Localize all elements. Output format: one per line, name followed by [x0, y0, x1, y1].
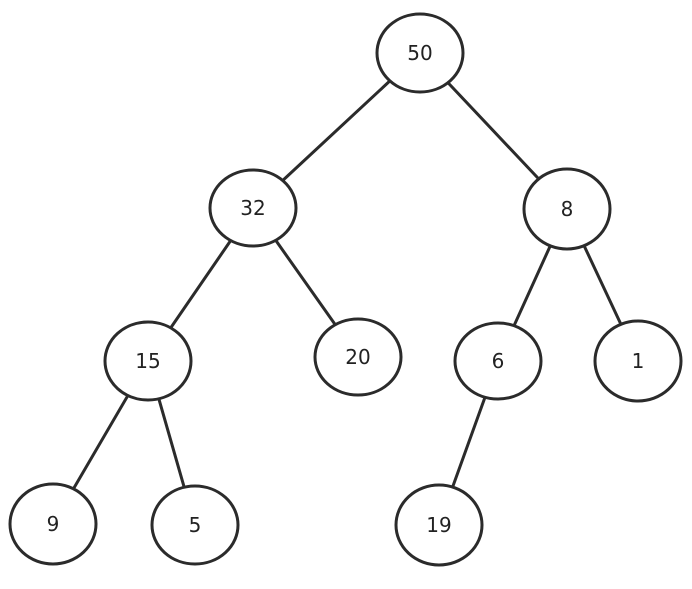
tree-node-20: 20 — [313, 317, 403, 397]
tree-node-19: 19 — [394, 483, 484, 567]
edge-15-9 — [72, 394, 130, 491]
edge-50-8 — [446, 81, 541, 181]
tree-node-8: 8 — [522, 167, 612, 251]
edge-6-19 — [451, 395, 487, 489]
edge-32-20 — [274, 238, 337, 327]
node-circle — [375, 12, 465, 94]
node-label: 6 — [492, 349, 505, 373]
tree-node-6: 6 — [453, 321, 543, 401]
node-circle — [208, 168, 298, 248]
node-circle — [8, 482, 98, 566]
node-circle — [150, 484, 240, 566]
edge-50-32 — [281, 79, 392, 182]
node-label: 9 — [47, 512, 60, 536]
edge-8-1 — [582, 244, 623, 326]
node-circle — [394, 483, 484, 567]
edge-8-6 — [512, 244, 552, 328]
node-label: 32 — [240, 196, 265, 220]
tree-node-50: 50 — [375, 12, 465, 94]
node-circle — [313, 317, 403, 397]
tree-edges — [72, 79, 623, 491]
tree-node-5: 5 — [150, 484, 240, 566]
node-label: 15 — [135, 349, 160, 373]
tree-node-15: 15 — [103, 320, 193, 402]
node-label: 1 — [632, 349, 645, 373]
edge-15-5 — [157, 397, 186, 489]
node-circle — [103, 320, 193, 402]
tree-node-9: 9 — [8, 482, 98, 566]
node-circle — [453, 321, 543, 401]
tree-node-1: 1 — [593, 319, 683, 403]
tree-node-32: 32 — [208, 168, 298, 248]
node-circle — [522, 167, 612, 251]
node-label: 20 — [345, 345, 370, 369]
edge-32-15 — [169, 239, 233, 330]
node-circle — [593, 319, 683, 403]
node-label: 50 — [407, 41, 432, 65]
node-label: 5 — [189, 513, 202, 537]
node-label: 8 — [561, 197, 574, 221]
node-label: 19 — [426, 513, 451, 537]
